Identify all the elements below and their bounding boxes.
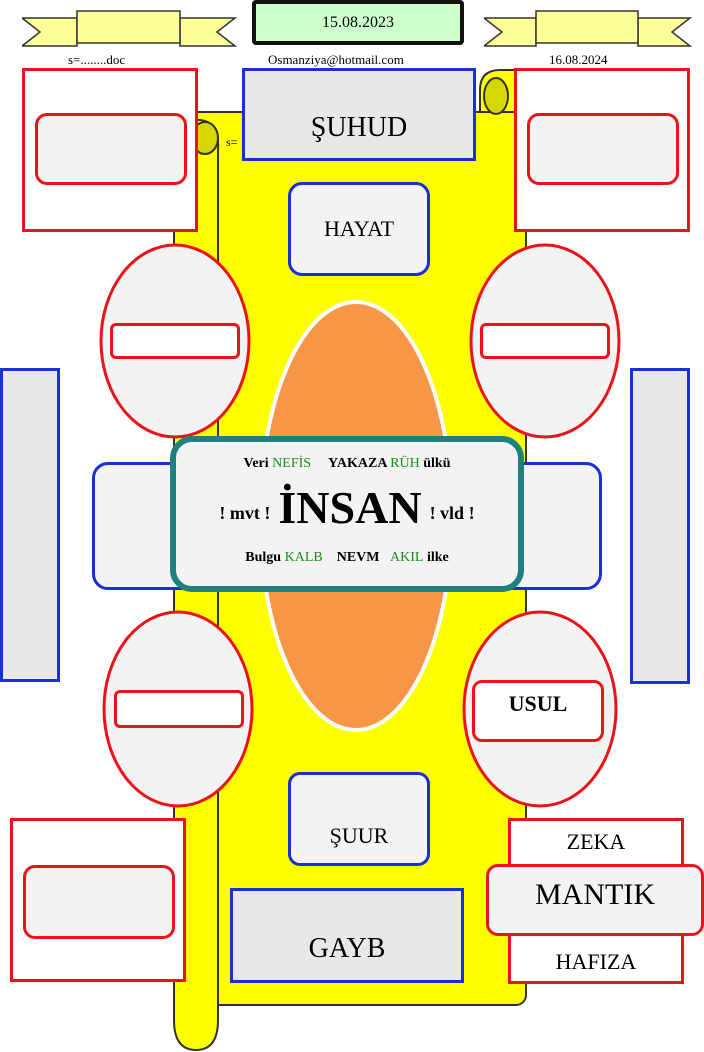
kalb-text: KALB [284, 550, 323, 565]
top-left-inner-box [35, 113, 187, 185]
ilke-text: ilke [426, 550, 449, 565]
suhud-label: ŞUHUD [310, 111, 408, 143]
top-left-red-box [22, 68, 198, 232]
date-left: 15.08.2023 [322, 13, 394, 31]
small-s-label: s= [226, 135, 238, 149]
center-panel: Veri NEFİS YAKAZA RÜH ülkü ! mvt ! İNSAN… [170, 436, 524, 592]
ellipse-top-left-bar [110, 323, 240, 359]
gayb-label: GAYB [308, 932, 386, 964]
center-line-2: ! mvt ! İNSAN ! vld ! [176, 481, 518, 533]
akil-text: AKIL [390, 550, 424, 565]
ruh-text: RÜH [390, 456, 420, 471]
ribbon-right [484, 10, 693, 47]
nevm-text: NEVM [336, 550, 380, 565]
yakaza-text: YAKAZA [328, 456, 387, 471]
zeka-label: ZEKA [566, 829, 626, 854]
right-side-box [630, 368, 690, 684]
date-right: 16.08.2024 [549, 52, 608, 67]
bottom-left-inner-box [23, 865, 175, 939]
nefis-text: NEFİS [272, 456, 312, 471]
left-side-box [0, 368, 60, 682]
suur-label: ŞUUR [329, 823, 389, 848]
file-label: s=........doc [68, 52, 126, 67]
mvt-text: ! mvt ! [219, 502, 271, 523]
hayat-label: HAYAT [323, 216, 395, 241]
bottom-left-red-box [10, 818, 186, 982]
usul-label: USUL [508, 691, 568, 716]
mantik-label: MANTIK [535, 878, 655, 911]
ribbon-left [22, 10, 238, 47]
email-label: Osmanziya@hotmail.com [268, 52, 404, 67]
mantik-box: MANTIK [486, 864, 704, 936]
top-right-red-box [514, 68, 690, 232]
top-right-inner-box [527, 113, 679, 185]
bulgu-text: Bulgu [245, 550, 282, 565]
ulku-text: ülkü [423, 456, 451, 471]
gayb-box: GAYB [230, 888, 464, 983]
usul-box: USUL [472, 680, 604, 742]
ellipse-top-right-bar [480, 323, 610, 359]
center-line-1: Veri NEFİS YAKAZA RÜH ülkü [176, 456, 518, 472]
suhud-box: ŞUHUD [242, 68, 476, 161]
insan-title: İNSAN [278, 481, 422, 533]
hayat-box: HAYAT [288, 182, 430, 276]
suur-box: ŞUUR [288, 772, 430, 866]
ellipse-bottom-left-bar [114, 690, 244, 728]
scroll-top-curl [483, 77, 509, 115]
vld-text: ! vld ! [429, 502, 475, 523]
hafiza-label: HAFIZA [555, 949, 637, 974]
date-left-box: 15.08.2023 [252, 0, 464, 45]
veri-text: Veri [243, 456, 269, 471]
center-line-3: Bulgu KALB NEVM AKIL ilke [176, 550, 518, 566]
